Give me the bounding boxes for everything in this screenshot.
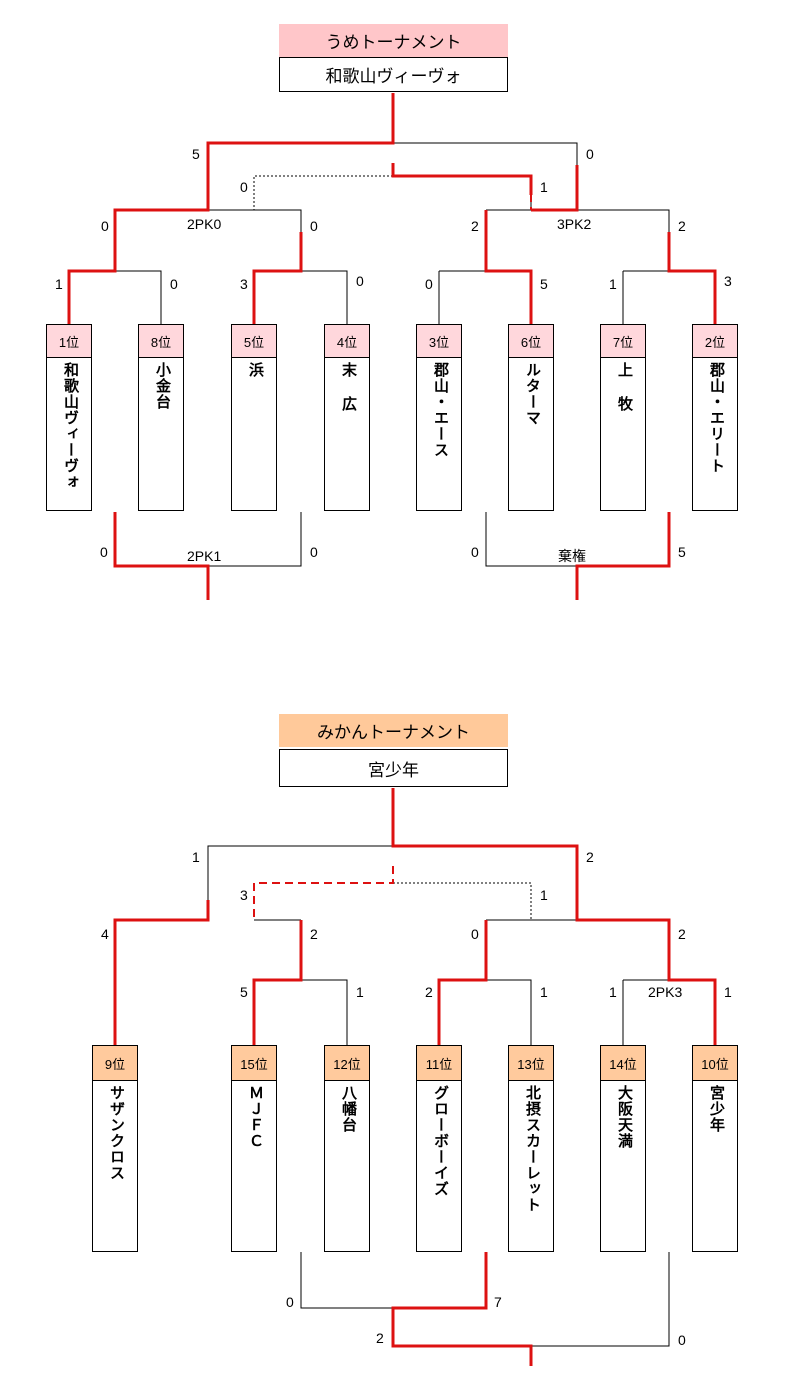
team-name: グローボーイズ bbox=[432, 1085, 449, 1197]
mikan-title-text: みかんトーナメント bbox=[317, 723, 470, 742]
ume-tournament-title: うめトーナメント bbox=[279, 24, 508, 57]
score: 0 bbox=[678, 1332, 686, 1348]
ume-team-8: 2位 郡山・エリート bbox=[692, 324, 738, 511]
mikan-champion-box: 宮少年 bbox=[279, 749, 508, 787]
team-name: 郡山・エリート bbox=[708, 362, 725, 474]
team-rank: 3位 bbox=[417, 325, 461, 358]
team-name: 和歌山ヴィーヴォ bbox=[62, 362, 79, 490]
mikan-champion-name: 宮少年 bbox=[368, 760, 419, 780]
score: 4 bbox=[101, 926, 109, 942]
score: 0 bbox=[425, 276, 433, 292]
team-name: 大阪天満 bbox=[616, 1085, 633, 1149]
team-rank: 10位 bbox=[693, 1046, 737, 1081]
ume-team-7: 7位 上 牧 bbox=[600, 324, 646, 511]
ume-team-1: 1位 和歌山ヴィーヴォ bbox=[46, 324, 92, 511]
mikan-team-2: 15位 ＭＪＦＣ bbox=[231, 1045, 277, 1252]
score: 0 bbox=[356, 273, 364, 289]
mikan-team-1: 9位 サザンクロス bbox=[92, 1045, 138, 1252]
score: 1 bbox=[540, 179, 548, 195]
score: 0 bbox=[586, 146, 594, 162]
forfeit-note: 棄権 bbox=[558, 548, 586, 564]
pk-score: 2PK3 bbox=[648, 984, 683, 1000]
ume-team-6: 6位 ルターマ bbox=[508, 324, 554, 511]
score: 2 bbox=[310, 926, 318, 942]
team-rank: 13位 bbox=[509, 1046, 553, 1081]
pk-score: 2PK0 bbox=[187, 216, 222, 232]
score: 1 bbox=[540, 984, 548, 1000]
team-rank: 4位 bbox=[325, 325, 369, 358]
mikan-team-3: 12位 八幡台 bbox=[324, 1045, 370, 1252]
score: 5 bbox=[240, 984, 248, 1000]
score: 1 bbox=[609, 984, 617, 1000]
mikan-team-7: 10位 宮少年 bbox=[692, 1045, 738, 1252]
ume-team-2: 8位 小金台 bbox=[138, 324, 184, 511]
team-rank: 12位 bbox=[325, 1046, 369, 1081]
score: 0 bbox=[310, 218, 318, 234]
ume-champion-name: 和歌山ヴィーヴォ bbox=[325, 67, 462, 86]
score: 0 bbox=[471, 926, 479, 942]
score: 3 bbox=[724, 273, 732, 289]
ume-title-text: うめトーナメント bbox=[325, 33, 462, 52]
team-name: 上 牧 bbox=[616, 362, 633, 412]
team-rank: 5位 bbox=[232, 325, 276, 358]
score: 5 bbox=[678, 544, 686, 560]
team-name: 郡山・エース bbox=[432, 362, 449, 458]
score: 1 bbox=[356, 984, 364, 1000]
team-name: 宮少年 bbox=[708, 1085, 725, 1133]
score: 0 bbox=[101, 218, 109, 234]
team-rank: 1位 bbox=[47, 325, 91, 358]
pk-score: 2PK1 bbox=[187, 548, 222, 564]
team-rank: 14位 bbox=[601, 1046, 645, 1081]
score: 1 bbox=[540, 887, 548, 903]
score: 2 bbox=[678, 218, 686, 234]
team-rank: 8位 bbox=[139, 325, 183, 358]
team-name: 小金台 bbox=[154, 362, 171, 410]
team-rank: 9位 bbox=[93, 1046, 137, 1081]
ume-team-4: 4位 末 広 bbox=[324, 324, 370, 511]
score: 5 bbox=[192, 146, 200, 162]
score: 0 bbox=[286, 1294, 294, 1310]
team-rank: 6位 bbox=[509, 325, 553, 358]
team-rank: 7位 bbox=[601, 325, 645, 358]
score: 5 bbox=[540, 276, 548, 292]
score: 0 bbox=[240, 179, 248, 195]
score: 2 bbox=[586, 849, 594, 865]
score: 1 bbox=[192, 849, 200, 865]
mikan-tournament-title: みかんトーナメント bbox=[279, 714, 508, 747]
team-rank: 15位 bbox=[232, 1046, 276, 1081]
team-name: ルターマ bbox=[524, 362, 541, 426]
score: 0 bbox=[170, 276, 178, 292]
score: 3 bbox=[240, 887, 248, 903]
pk-score: 3PK2 bbox=[557, 216, 592, 232]
team-name: サザンクロス bbox=[108, 1085, 125, 1181]
ume-champion-box: 和歌山ヴィーヴォ bbox=[279, 57, 508, 92]
team-rank: 11位 bbox=[417, 1046, 461, 1081]
team-name: ＭＪＦＣ bbox=[247, 1085, 264, 1149]
score: 1 bbox=[609, 276, 617, 292]
score: 2 bbox=[425, 984, 433, 1000]
score: 2 bbox=[471, 218, 479, 234]
score: 0 bbox=[471, 544, 479, 560]
score: 0 bbox=[310, 544, 318, 560]
score: 2 bbox=[376, 1330, 384, 1346]
team-name: 北摂スカーレット bbox=[524, 1085, 541, 1213]
team-name: 八幡台 bbox=[340, 1085, 357, 1133]
ume-team-5: 3位 郡山・エース bbox=[416, 324, 462, 511]
score: 2 bbox=[678, 926, 686, 942]
mikan-team-4: 11位 グローボーイズ bbox=[416, 1045, 462, 1252]
team-name: 浜 bbox=[247, 362, 264, 378]
score: 7 bbox=[494, 1294, 502, 1310]
team-name: 末 広 bbox=[340, 362, 357, 412]
mikan-team-6: 14位 大阪天満 bbox=[600, 1045, 646, 1252]
ume-team-3: 5位 浜 bbox=[231, 324, 277, 511]
score: 1 bbox=[55, 276, 63, 292]
score: 3 bbox=[240, 276, 248, 292]
score: 0 bbox=[100, 544, 108, 560]
team-rank: 2位 bbox=[693, 325, 737, 358]
mikan-team-5: 13位 北摂スカーレット bbox=[508, 1045, 554, 1252]
score: 1 bbox=[724, 984, 732, 1000]
